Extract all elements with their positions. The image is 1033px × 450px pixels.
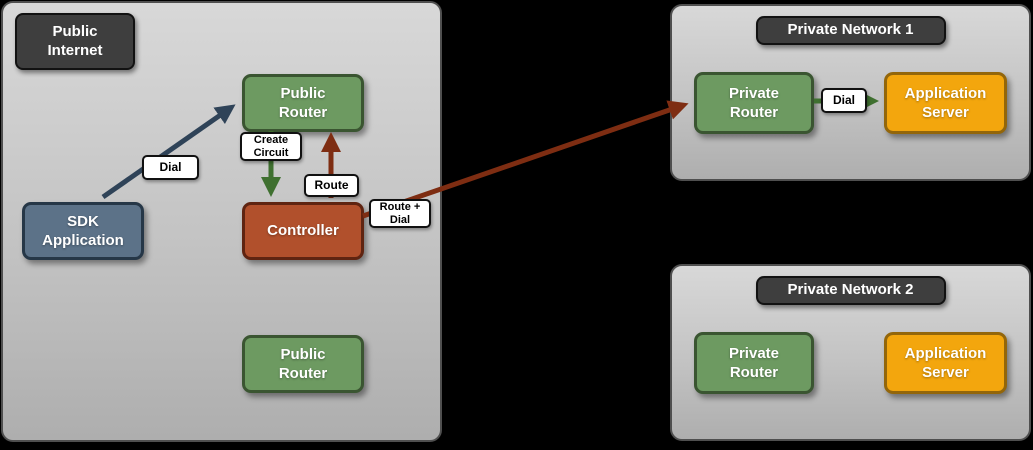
private-network-1-title: Private Network 1 — [755, 16, 946, 45]
node-sdk-application: SDK Application — [22, 202, 144, 260]
label-route-dial: Route + Dial — [369, 199, 431, 228]
public-internet-panel: Public Internet Public Router SDK Applic… — [1, 1, 442, 442]
label-dial-sdk: Dial — [142, 155, 199, 180]
node-pn1-private-router: Private Router — [694, 72, 814, 134]
node-pn2-application-server: Application Server — [884, 332, 1007, 394]
node-public-router-top: Public Router — [242, 74, 364, 132]
private-network-2-panel: Private Network 2 Private Router Applica… — [670, 264, 1031, 441]
label-create-circuit: Create Circuit — [240, 132, 302, 161]
private-network-2-title: Private Network 2 — [755, 276, 946, 305]
node-controller: Controller — [242, 202, 364, 260]
node-pn1-application-server: Application Server — [884, 72, 1007, 134]
node-public-router-bottom: Public Router — [242, 335, 364, 393]
label-dial-pn1: Dial — [821, 88, 867, 113]
label-route: Route — [304, 174, 359, 197]
private-network-1-panel: Private Network 1 Private Router Applica… — [670, 4, 1031, 181]
public-internet-title: Public Internet — [15, 13, 135, 70]
node-pn2-private-router: Private Router — [694, 332, 814, 394]
